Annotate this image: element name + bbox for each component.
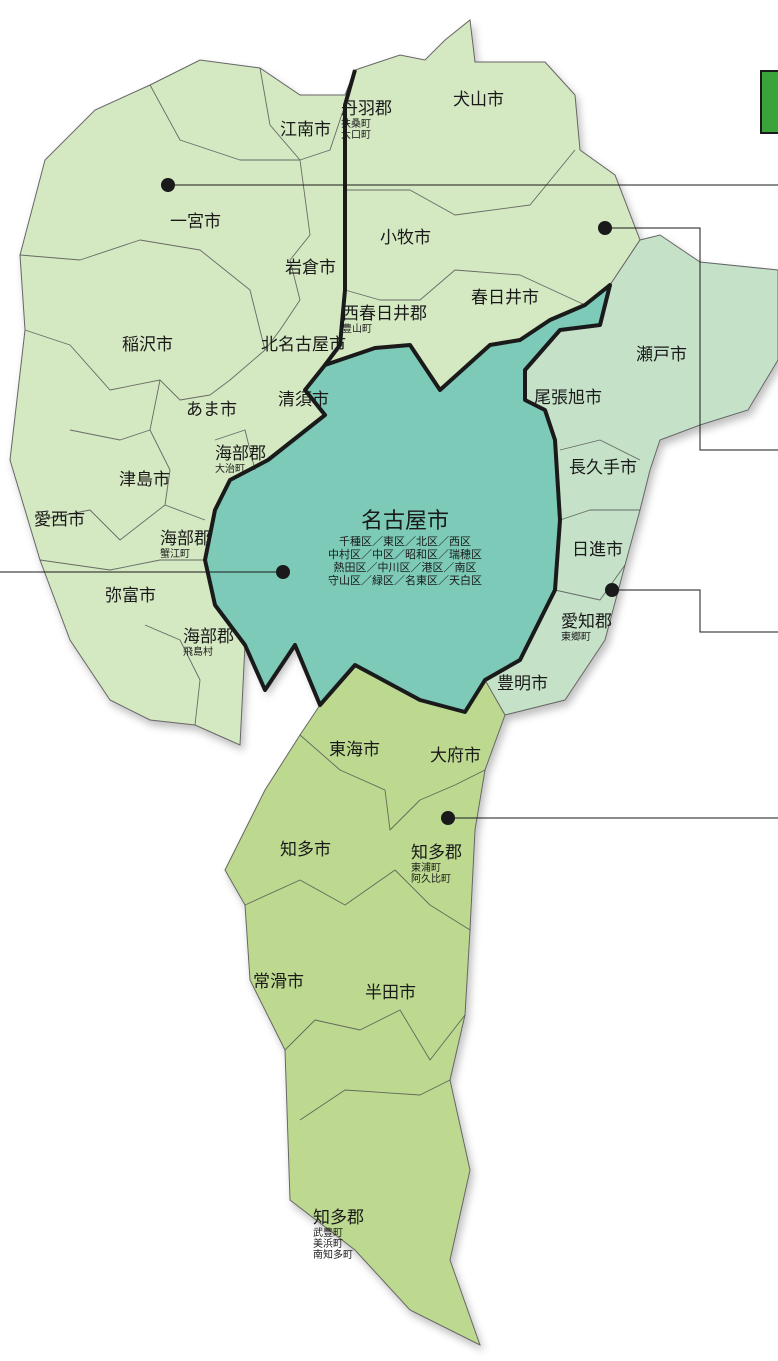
region-name: 春日井市 [471,288,539,308]
region-label: 尾張旭市 [534,389,602,408]
region-label: 犬山市 [453,91,504,110]
region-name: 日進市 [572,540,623,560]
region-label: 海部郡飛島村 [183,627,234,659]
marker-dot [161,178,175,192]
marker-dot [598,221,612,235]
region-label: 半田市 [365,984,416,1003]
region-sub-name: 中村区／中区／昭和区／瑞穂区 [328,548,482,561]
region-name: あま市 [186,400,237,420]
region-label: 清須市 [278,391,329,410]
marker-dot [441,811,455,825]
region-name: 愛西市 [34,510,85,530]
region-sub-name: 豊山町 [342,324,372,335]
region-sub-name: 東郷町 [561,632,591,643]
region-name: 長久手市 [569,458,637,478]
region-name: 津島市 [119,470,170,490]
region-label: 西春日井郡豊山町 [342,304,427,336]
region-label: 一宮市 [170,213,221,232]
region-name: 名古屋市 [360,509,449,534]
region-sub-name: 守山区／緑区／名東区／天白区 [328,574,482,587]
region-name: 一宮市 [170,212,221,232]
region-sub-name: 熱田区／中川区／港区／南区 [333,561,477,574]
region-label: 江南市 [280,121,331,140]
region-label: 知多郡武豊町美浜町南知多町 [313,1208,364,1262]
region-label: 日進市 [572,541,623,560]
region-label: 小牧市 [380,229,431,248]
region-label: 名古屋市千種区／東区／北区／西区中村区／中区／昭和区／瑞穂区熱田区／中川区／港区… [328,509,482,587]
region-name: 海部郡 [160,529,211,549]
region-name: 知多郡 [411,843,462,863]
region-name: 豊明市 [497,674,548,694]
region-name: 常滑市 [253,972,304,992]
region-sub-name: 大口町 [341,130,371,141]
region-name: 犬山市 [453,90,504,110]
region-label: 愛知郡東郷町 [561,612,612,644]
region-name: 半田市 [365,983,416,1003]
region-sub-name: 蟹江町 [160,549,190,560]
region-name: 稲沢市 [122,335,173,355]
region-sub-name: 飛島村 [183,647,213,658]
region-sub-name: 南知多町 [313,1250,353,1261]
region-name: 小牧市 [380,228,431,248]
region-name: 清須市 [278,390,329,410]
region-name: 江南市 [280,120,331,140]
region-label: 丹羽郡扶桑町大口町 [341,99,392,142]
region-name: 海部郡 [183,627,234,647]
region-sub-name: 大治町 [215,464,245,475]
region-label: 津島市 [119,471,170,490]
region-label: 弥富市 [105,587,156,606]
region-name: 尾張旭市 [534,388,602,408]
region-label: 春日井市 [471,289,539,308]
region-name: 知多郡 [313,1208,364,1228]
region-name: 海部郡 [215,444,266,464]
region-sub-name: 千種区／東区／北区／西区 [339,535,471,548]
region-sub-name: 扶桑町 [341,119,371,130]
region-label: 稲沢市 [122,336,173,355]
region-label: 豊明市 [497,675,548,694]
region-name: 岩倉市 [285,258,336,278]
region-label: 長久手市 [569,459,637,478]
chita-region [224,664,506,1347]
region-label: 瀬戸市 [636,346,687,365]
region-name: 弥富市 [105,586,156,606]
region-name: 瀬戸市 [636,345,687,365]
marker-dot [605,583,619,597]
region-name: 丹羽郡 [341,99,392,119]
region-label: 知多郡東浦町阿久比町 [411,843,462,886]
region-name: 愛知郡 [561,612,612,632]
region-label: 岩倉市 [285,259,336,278]
region-label: 海部郡蟹江町 [160,529,211,561]
region-name: 北名古屋市 [261,335,346,355]
region-label: あま市 [186,401,237,420]
corner-badge [760,70,778,134]
region-name: 知多市 [280,840,331,860]
region-name: 大府市 [430,746,481,766]
region-name: 東海市 [329,740,380,760]
region-sub-name: 東浦町 [411,863,441,874]
region-sub-name: 武豊町 [313,1228,343,1239]
region-name: 西春日井郡 [342,304,427,324]
region-sub-name: 美浜町 [313,1239,343,1250]
region-label: 知多市 [280,841,331,860]
marker-dot [276,565,290,579]
region-label: 北名古屋市 [261,336,346,355]
region-label: 大府市 [430,747,481,766]
region-label: 海部郡大治町 [215,444,266,476]
region-label: 常滑市 [253,973,304,992]
region-label: 愛西市 [34,511,85,530]
region-sub-name: 阿久比町 [411,874,451,885]
region-label: 東海市 [329,741,380,760]
